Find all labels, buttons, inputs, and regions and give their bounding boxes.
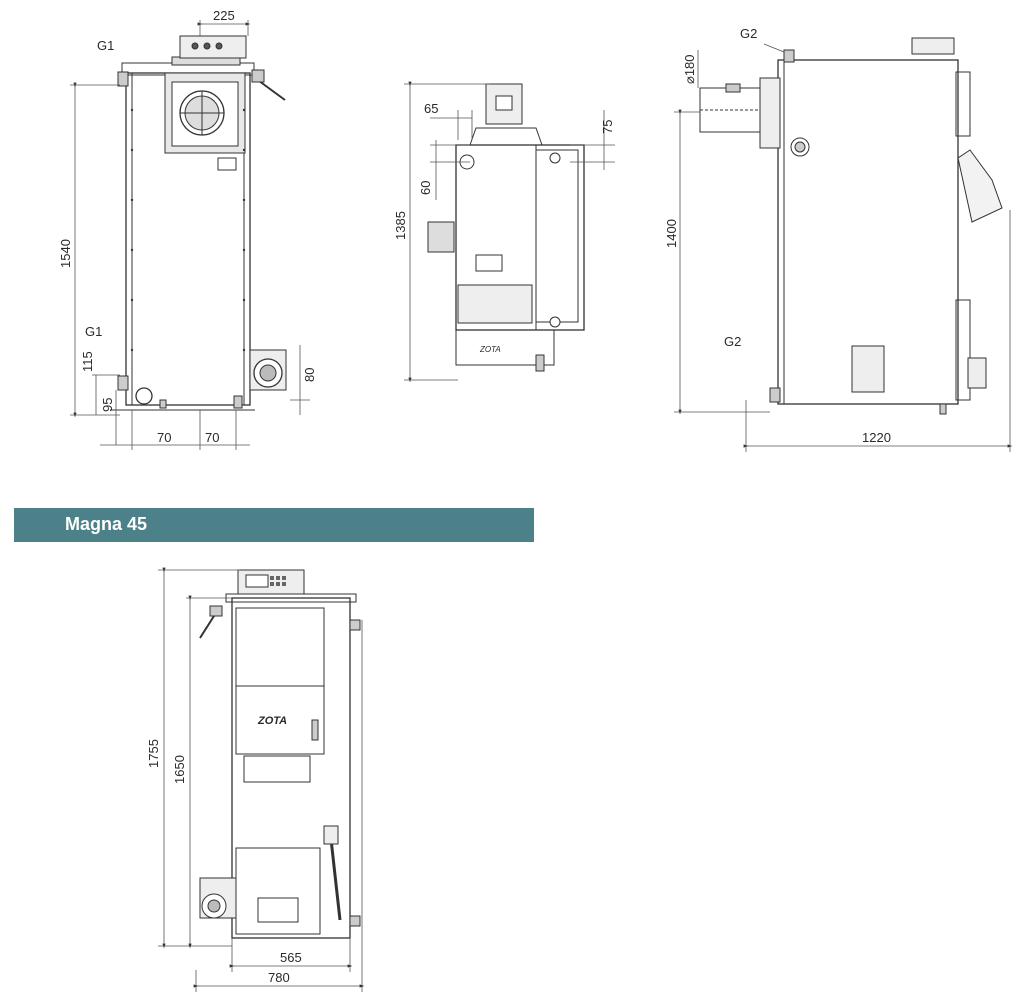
g2-bottom-fitting [769,387,781,403]
dim-middle-65: 65 [424,101,438,116]
dim-front-70-left: 70 [157,430,171,445]
side-body [777,59,959,405]
dim-magna-565: 565 [280,950,302,965]
middle-brand: ZOTA [479,345,501,354]
lower-hinge [955,299,971,401]
flue-connector [759,77,781,149]
section-header-bar: Magna 45 [14,508,534,542]
middle-door [235,685,325,755]
g2-top-label: G2 [740,26,757,41]
g1-top-fitting [117,71,129,87]
g1-bottom-fitting [117,375,129,391]
fan-side [427,221,455,253]
magna-view [158,567,365,992]
side-door [535,149,579,323]
dim-front-80: 80 [302,368,317,382]
dim-magna-780: 780 [268,970,290,985]
window [243,755,311,783]
middle-view [404,81,615,383]
g2-bottom-label: G2 [724,334,741,349]
open-door [957,149,1003,223]
section-title: Magna 45 [65,514,148,534]
front-view [70,20,310,450]
ash-box [257,897,299,923]
side-controller [911,37,955,55]
plate [475,254,503,272]
dim-magna-1755: 1755 [146,739,161,768]
side-view [674,37,1013,452]
dim-front-115: 115 [80,351,95,372]
dim-side-1220: 1220 [862,430,891,445]
base [455,329,555,366]
dim-front-height: 1540 [58,239,73,268]
upper-hinge [955,71,971,137]
dim-magna-1650: 1650 [172,755,187,784]
g1-bottom-label: G1 [85,324,102,339]
ash-door [851,345,885,393]
dim-side-diameter: ⌀180 [682,54,697,84]
upper-door [235,607,325,687]
dim-front-top: 225 [213,8,235,23]
magna-brand: ZOTA [257,715,287,727]
controller-box [179,35,247,59]
lower-unit [457,284,533,324]
dim-front-70-right: 70 [205,430,219,445]
dim-front-95: 95 [100,398,115,412]
dim-side-1400: 1400 [664,219,679,248]
dim-middle-60: 60 [418,181,433,195]
dim-middle-75: 75 [600,120,615,134]
g1-top-label: G1 [97,38,114,53]
dim-middle-1385: 1385 [393,211,408,240]
magna-body [231,597,351,939]
